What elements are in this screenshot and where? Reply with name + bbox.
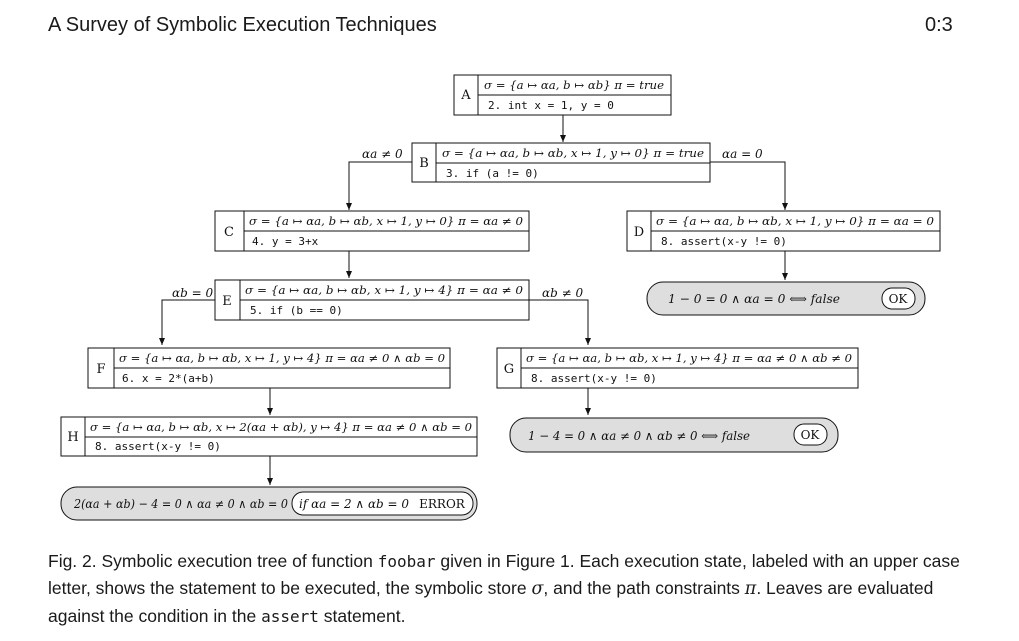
leaf-g-result: OK (801, 428, 821, 442)
node-e-label: E (222, 294, 232, 309)
leaf-g (509, 417, 839, 453)
node-h-store: σ = {a ↦ αa, b ↦ αb, x ↦ 2(αa + αb), y ↦… (90, 421, 472, 434)
node-e-store: σ = {a ↦ αa, b ↦ αb, x ↦ 1, y ↦ 4} π = α… (245, 284, 523, 297)
caption-function-name: foobar (377, 552, 436, 571)
caption-text-1: given in Figure 1. Each execution state,… (48, 551, 960, 598)
node-g-label: G (504, 362, 514, 377)
caption-text-4: statement. (318, 606, 406, 626)
leaf-g-formula: 1 − 4 = 0 ∧ αa ≠ 0 ∧ αb ≠ 0 ⟺ false (528, 429, 750, 443)
node-b-store: σ = {a ↦ αa, b ↦ αb, x ↦ 1, y ↦ 0} π = t… (442, 147, 705, 160)
leaf-g-ok-badge (793, 423, 828, 446)
node-d-code: 8. assert(x-y != 0) (661, 235, 787, 248)
leaf-h-result: ERROR (419, 497, 466, 511)
running-header-title: A Survey of Symbolic Execution Technique… (48, 14, 437, 36)
node-g-store: σ = {a ↦ αa, b ↦ αb, x ↦ 1, y ↦ 4} π = α… (526, 352, 852, 365)
figure-caption: Fig. 2. Symbolic execution tree of funct… (48, 548, 978, 630)
edge-label-e-right: αb ≠ 0 (542, 286, 583, 300)
node-b-code: 3. if (a != 0) (446, 167, 539, 180)
leaf-d-ok-badge (881, 287, 916, 310)
edge-label-e-left: αb = 0 (172, 286, 213, 300)
leaf-h-formula: 2(αa + αb) − 4 = 0 ∧ αa ≠ 0 ∧ αb = 0 (73, 497, 288, 511)
node-a-store: σ = {a ↦ αa, b ↦ αb} π = true (484, 79, 665, 92)
leaf-h-error-badge (291, 491, 474, 516)
leaf-d-result: OK (889, 292, 909, 306)
node-h-code: 8. assert(x-y != 0) (95, 440, 221, 453)
node-b-label: B (419, 156, 429, 171)
node-d-label: D (634, 225, 644, 240)
caption-pi: π (744, 579, 757, 599)
caption-text-2: , and the path constraints (543, 578, 745, 598)
edge-label-b-right: αa = 0 (722, 147, 763, 161)
page-number: 0:3 (925, 14, 953, 36)
node-f-code: 6. x = 2*(a+b) (122, 372, 215, 385)
node-f-label: F (96, 362, 105, 377)
node-g-code: 8. assert(x-y != 0) (531, 372, 657, 385)
node-a-code: 2. int x = 1, y = 0 (488, 99, 614, 112)
edge-b-c (346, 161, 412, 210)
node-c-store: σ = {a ↦ αa, b ↦ αb, x ↦ 1, y ↦ 0} π = α… (249, 215, 523, 228)
edge-e-g (529, 299, 591, 345)
node-d-store: σ = {a ↦ αa, b ↦ αb, x ↦ 1, y ↦ 0} π = α… (656, 215, 934, 228)
edge-b-d (710, 161, 788, 210)
leaf-h-condition: if αa = 2 ∧ αb = 0 (299, 497, 409, 511)
leaf-d (646, 281, 926, 316)
edge-label-b-left: αa ≠ 0 (362, 147, 403, 161)
node-e-code: 5. if (b == 0) (250, 304, 343, 317)
leaf-d-formula: 1 − 0 = 0 ∧ αa = 0 ⟺ false (668, 292, 840, 306)
node-h-label: H (67, 430, 78, 445)
caption-assert-keyword: assert (261, 607, 319, 626)
caption-lead: Fig. 2. Symbolic execution tree of funct… (48, 551, 378, 571)
node-a-label: A (460, 88, 471, 103)
node-c-label: C (224, 225, 234, 240)
caption-sigma: σ (531, 579, 544, 599)
edge-e-f (159, 299, 215, 345)
node-f-store: σ = {a ↦ αa, b ↦ αb, x ↦ 1, y ↦ 4} π = α… (119, 352, 445, 365)
caption-text-3: . Leaves are evaluated against the condi… (48, 578, 934, 626)
node-c-code: 4. y = 3+x (252, 235, 319, 248)
